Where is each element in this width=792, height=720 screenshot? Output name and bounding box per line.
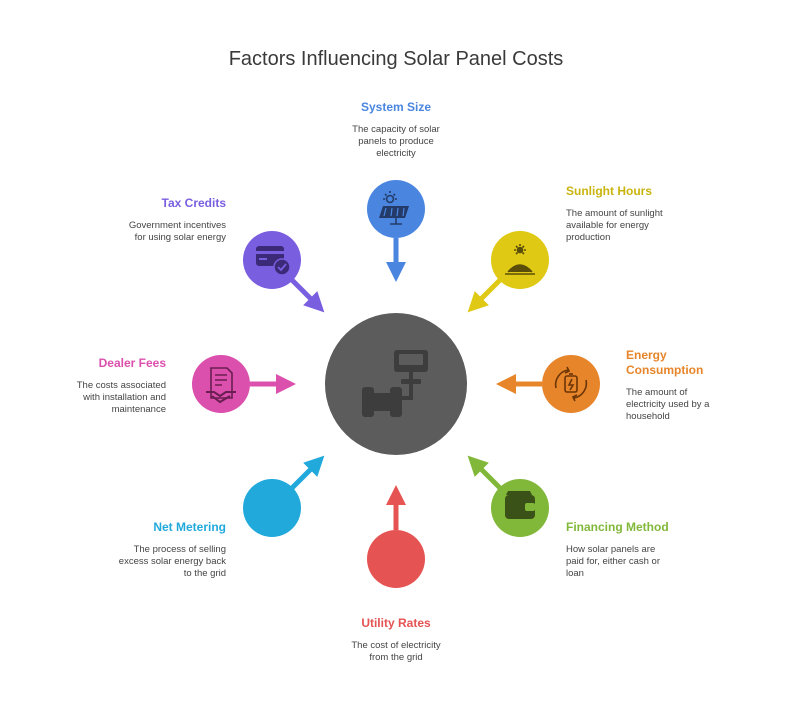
- arrow-financing-method: [467, 455, 502, 490]
- arrow-net-metering: [290, 455, 325, 490]
- factor-title: Utility Rates: [361, 616, 431, 630]
- arrow-sunlight-hours: [467, 278, 502, 313]
- factor-financing-method: Financing Method How solar panels are pa…: [566, 520, 696, 580]
- page-title: Factors Influencing Solar Panel Costs: [228, 48, 564, 70]
- factor-description: The amount of electricity used by a hous…: [626, 387, 710, 422]
- factor-sunlight-hours: Sunlight Hours The amount of sunlight av…: [566, 184, 696, 244]
- factor-title: Energy Consumption: [626, 348, 704, 377]
- factor-title: Net Metering: [153, 520, 226, 534]
- center-hub: [325, 313, 467, 455]
- factor-description: The process of selling excess solar ener…: [118, 544, 226, 579]
- factor-energy-consumption: Energy Consumption The amount of electri…: [626, 348, 746, 423]
- factor-tax-credits: Tax Credits Government incentives for us…: [96, 196, 226, 244]
- solar-system-icon: [362, 350, 428, 417]
- factor-title: System Size: [360, 100, 432, 114]
- factor-title: Financing Method: [566, 520, 669, 534]
- factor-circle-sunlight-hours: [491, 231, 549, 289]
- factor-title: Sunlight Hours: [566, 184, 652, 198]
- factor-system-size: System Size The capacity of solar panels…: [316, 100, 476, 160]
- factor-description: Government incentives for using solar en…: [128, 220, 226, 243]
- factor-circle-energy-consumption: [542, 355, 600, 413]
- factor-dealer-fees: Dealer Fees The costs associated with in…: [46, 356, 166, 416]
- factor-description: The cost of electricity from the grid: [351, 640, 441, 663]
- factor-description: The costs associated with installation a…: [76, 380, 166, 415]
- factor-net-metering: Net Metering The process of selling exce…: [96, 520, 226, 580]
- arrow-tax-credits: [290, 278, 325, 313]
- factor-circle-utility-rates: [367, 530, 425, 588]
- solar-panel-icon: [379, 191, 409, 225]
- wallet-icon: [505, 491, 535, 519]
- factor-title: Tax Credits: [161, 196, 226, 210]
- factor-description: The capacity of solar panels to produce …: [352, 124, 440, 159]
- factor-circle-dealer-fees: [192, 355, 250, 413]
- sunrise-icon: [505, 244, 535, 275]
- factor-circle-net-metering: [243, 479, 301, 537]
- card-check-icon: [256, 246, 291, 276]
- factor-utility-rates: Utility Rates The cost of electricity fr…: [316, 616, 476, 664]
- factor-description: The amount of sunlight available for ene…: [566, 208, 663, 243]
- battery-cycle-icon: [554, 366, 588, 402]
- factor-title: Dealer Fees: [98, 356, 166, 370]
- factor-description: How solar panels are paid for, either ca…: [566, 544, 660, 579]
- contract-handshake-icon: [206, 367, 236, 404]
